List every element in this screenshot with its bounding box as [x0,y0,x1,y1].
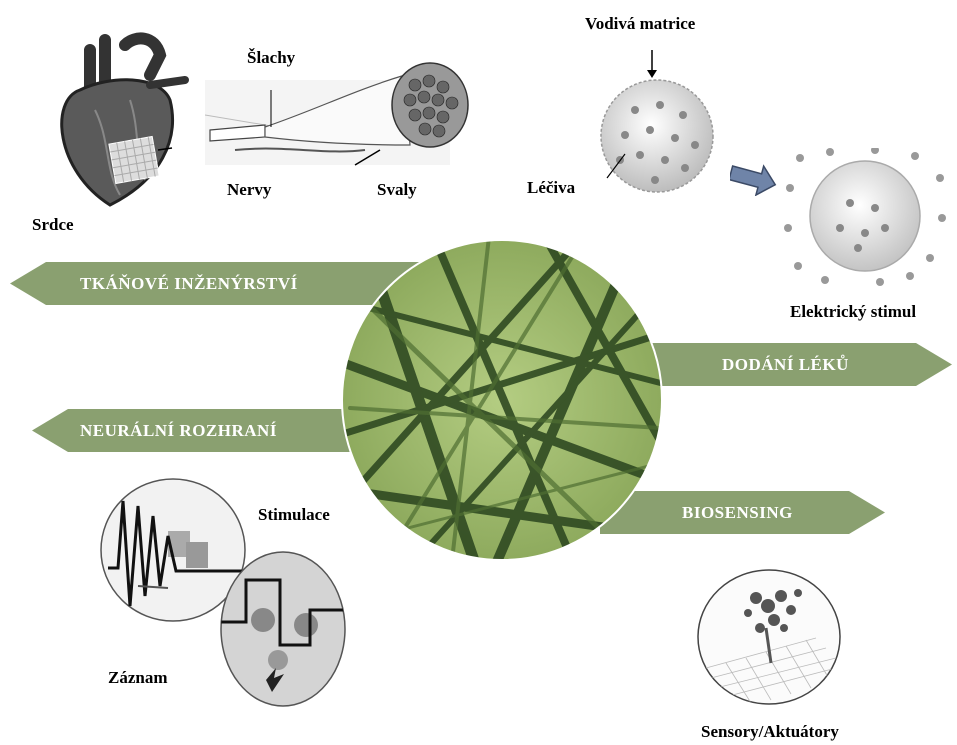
sensors-actuators-label: Sensory/Aktuátory [701,722,839,742]
tissue-engineering-label: TKÁŇOVÉ INŽENÝRSTVÍ [80,262,298,305]
nanofiber-micrograph [340,238,664,562]
electric-stimulus-label: Elektrický stimul [790,302,916,322]
stimulation-illustration [218,550,348,708]
neural-interface-label: NEURÁLNÍ ROZHRANÍ [80,409,277,452]
tendons-label: Šlachy [247,48,295,68]
muscle-tendon-illustration [205,55,470,175]
heart-illustration [50,30,190,215]
biosensing-label: BIOSENSING [682,491,793,534]
drugs-label: Léčiva [527,178,575,198]
drug-delivery-label: DODÁNÍ LÉKŮ [722,343,849,386]
recording-label: Záznam [108,668,168,688]
release-arrow-icon [730,162,778,196]
sensor-actuator-illustration [696,568,842,706]
drug-matrix-illustration [595,50,725,200]
drug-release-illustration [780,148,950,288]
neural-interface-arrow: NEURÁLNÍ ROZHRANÍ [32,409,362,452]
heart-label: Srdce [32,215,74,235]
drug-delivery-arrow: DODÁNÍ LÉKŮ [640,343,952,386]
muscles-label: Svaly [377,180,417,200]
conductive-matrix-label: Vodivá matrice [585,14,695,34]
nerves-label: Nervy [227,180,271,200]
stimulation-label: Stimulace [258,505,330,525]
